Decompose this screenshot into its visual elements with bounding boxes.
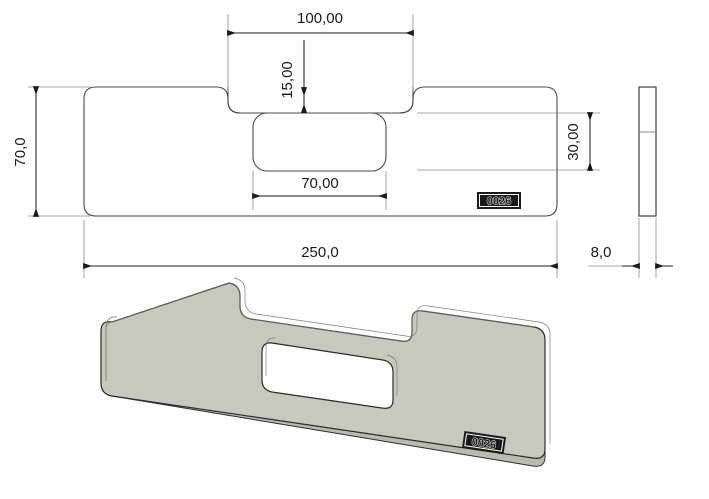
side-view-profile (638, 86, 657, 217)
front-right-step (386, 87, 414, 114)
part-marking-iso-inner-border (464, 433, 504, 452)
dimension-overall-height: 70,0 (12, 86, 40, 217)
front-extension-lines (28, 14, 600, 278)
side-view-geometry (638, 86, 657, 217)
iso-slot-bevel (265, 337, 398, 396)
part-marking-iso-box (461, 431, 507, 454)
front-inner-slot (252, 112, 387, 172)
dim-label-slot-width: 70,00 (301, 175, 339, 192)
dimension-tab-width: 100,00 (227, 10, 414, 37)
dim-label-thickness: 8,0 (591, 244, 612, 261)
dimension-overall-width: 250,0 (83, 244, 558, 270)
dimension-thickness: 8,0 (591, 244, 673, 270)
part-marking-iso: 0026 (461, 431, 507, 454)
part-marking-front-inner-border (479, 194, 519, 207)
part-marking-front: 0026 (477, 192, 521, 209)
part-marking-front-label: 0026 (487, 196, 511, 208)
iso-slot-cutout (261, 342, 394, 409)
dim-label-slot-offset: 15,00 (279, 61, 296, 99)
front-left-step (227, 87, 253, 114)
dim-label-body-height: 30,00 (565, 123, 582, 161)
dimension-slot-width: 70,00 (252, 175, 387, 200)
part-marking-front-box (477, 192, 521, 209)
isometric-view: 0026 (100, 277, 551, 467)
dim-label-overall-width: 250,0 (301, 244, 339, 261)
dim-label-tab-width: 100,00 (297, 10, 343, 27)
dimension-slot-offset: 15,00 (279, 40, 308, 113)
part-marking-iso-label: 0026 (471, 436, 497, 451)
dim-label-overall-height: 70,0 (12, 137, 29, 166)
iso-bevel-outline (105, 277, 551, 444)
iso-tab-edge (228, 282, 535, 342)
front-view-step-outline (227, 87, 414, 114)
dimension-body-height: 30,00 (565, 112, 594, 171)
